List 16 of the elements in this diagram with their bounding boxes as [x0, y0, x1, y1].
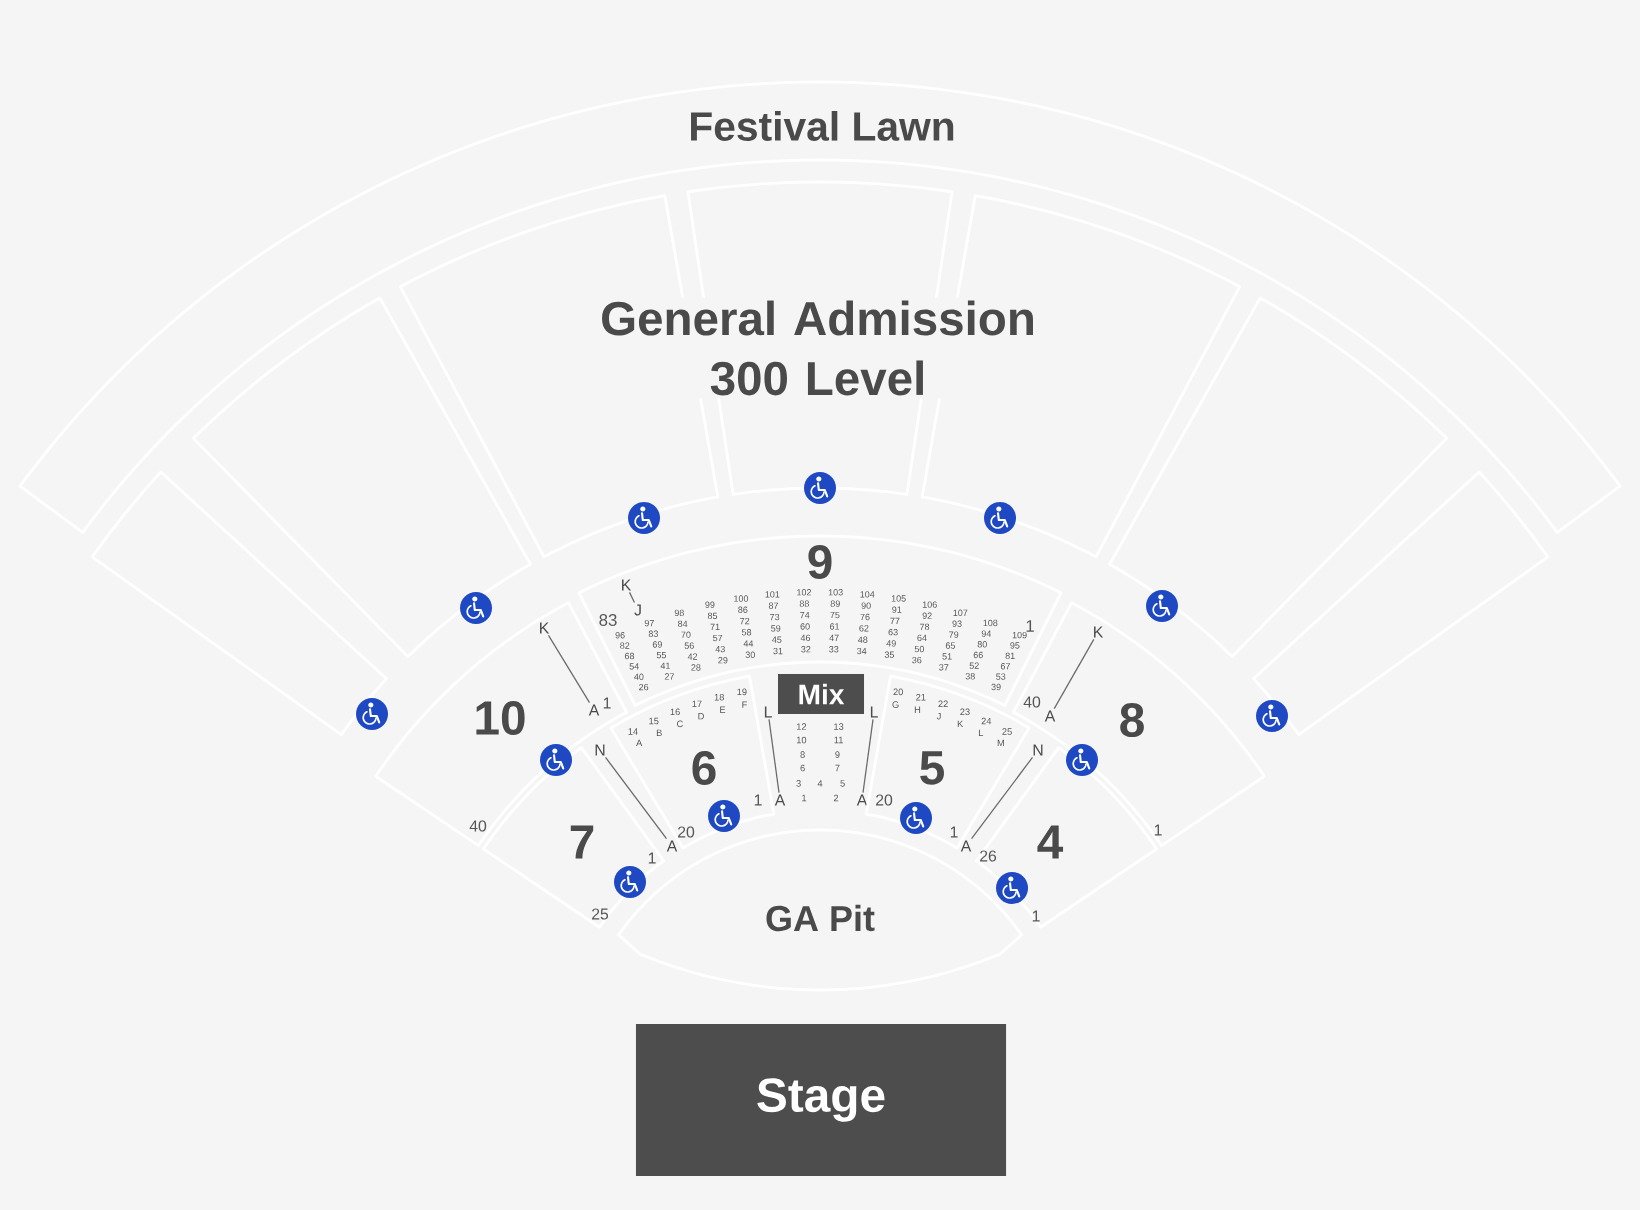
seating-block	[192, 296, 532, 658]
seat-number: 83	[599, 614, 617, 626]
row-line	[1053, 638, 1095, 710]
stage-block: Stage	[635, 1024, 1007, 1177]
row-line	[862, 718, 874, 794]
row-line	[768, 718, 780, 794]
seat-number: 1	[1026, 620, 1034, 632]
seating-block	[1108, 296, 1449, 658]
row-line	[970, 756, 1034, 840]
row-line	[604, 756, 668, 840]
mix-booth: Mix	[778, 674, 864, 714]
seating-block	[1252, 470, 1550, 736]
node-label: 300 Level	[710, 360, 923, 396]
seating-block	[90, 470, 388, 736]
row-line	[628, 591, 636, 604]
row-line	[547, 634, 591, 704]
